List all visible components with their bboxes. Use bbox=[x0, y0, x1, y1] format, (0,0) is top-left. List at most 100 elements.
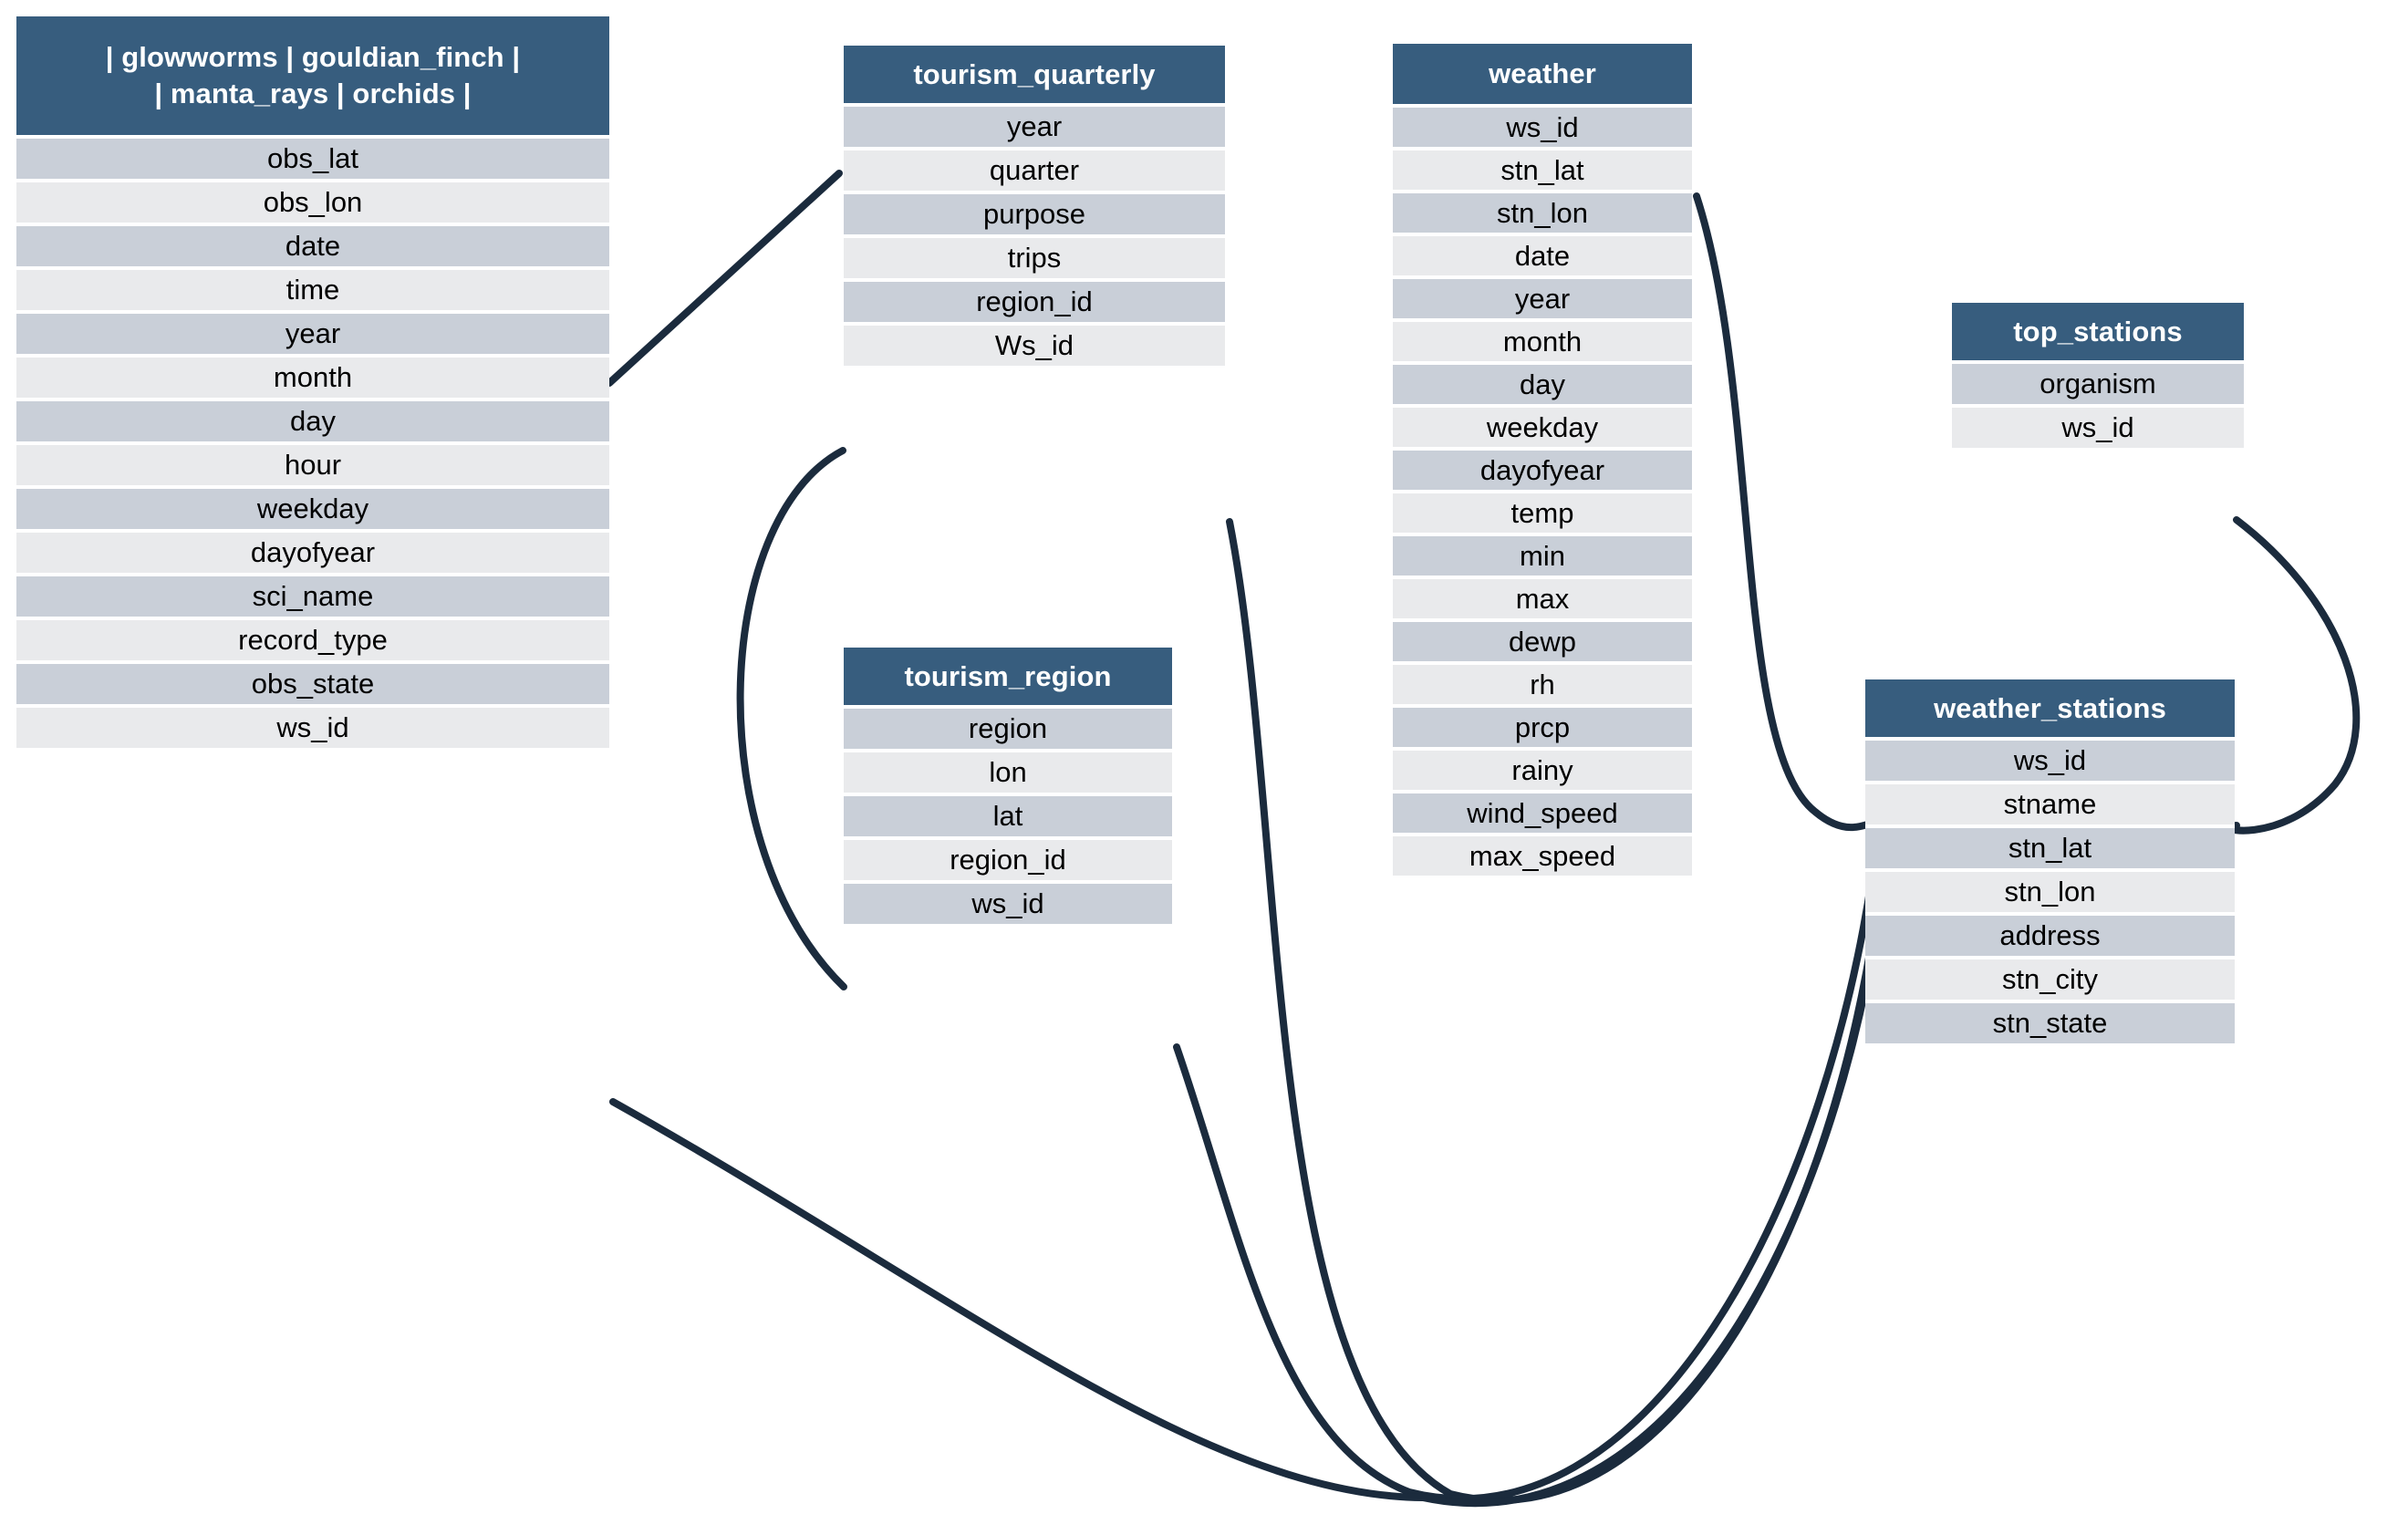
row-gap bbox=[16, 179, 609, 182]
field-purpose[interactable]: purpose bbox=[844, 194, 1225, 234]
field-region-id[interactable]: region_id bbox=[844, 282, 1225, 322]
field-max[interactable]: max bbox=[1393, 579, 1692, 618]
entity-tourism-quarterly[interactable]: tourism_quarterly year quarter purpose t… bbox=[844, 46, 1225, 366]
field-stn-lat[interactable]: stn_lat bbox=[1393, 150, 1692, 190]
field-stname[interactable]: stname bbox=[1865, 784, 2235, 824]
field-month[interactable]: month bbox=[1393, 322, 1692, 361]
field-hour[interactable]: hour bbox=[16, 445, 609, 485]
field-region[interactable]: region bbox=[844, 709, 1172, 749]
row-gap bbox=[844, 191, 1225, 194]
row-gap bbox=[844, 234, 1225, 238]
entity-tourism-quarterly-header: tourism_quarterly bbox=[844, 46, 1225, 103]
field-day[interactable]: day bbox=[1393, 365, 1692, 404]
field-dayofyear[interactable]: dayofyear bbox=[1393, 451, 1692, 490]
field-stn-lon[interactable]: stn_lon bbox=[1393, 193, 1692, 233]
field-stn-lon[interactable]: stn_lon bbox=[1865, 872, 2235, 912]
row-gap bbox=[844, 749, 1172, 752]
entity-tourism-region-title: tourism_region bbox=[904, 659, 1112, 692]
field-dewp[interactable]: dewp bbox=[1393, 622, 1692, 661]
field-obs-lat[interactable]: obs_lat bbox=[16, 139, 609, 179]
row-gap bbox=[844, 147, 1225, 150]
entity-tourism-region[interactable]: tourism_region region lon lat region_id … bbox=[844, 648, 1172, 924]
row-gap bbox=[16, 704, 609, 708]
row-gap bbox=[1393, 104, 1692, 108]
row-gap bbox=[1393, 147, 1692, 150]
field-ws-id[interactable]: Ws_id bbox=[844, 326, 1225, 366]
field-weekday[interactable]: weekday bbox=[16, 489, 609, 529]
field-year[interactable]: year bbox=[16, 314, 609, 354]
field-record-type[interactable]: record_type bbox=[16, 620, 609, 660]
field-sci-name[interactable]: sci_name bbox=[16, 576, 609, 617]
field-obs-state[interactable]: obs_state bbox=[16, 664, 609, 704]
row-gap bbox=[1865, 868, 2235, 872]
entity-observations-header-line-1: | glowworms | gouldian_finch | bbox=[105, 41, 521, 74]
field-prcp[interactable]: prcp bbox=[1393, 708, 1692, 747]
entity-weather-header: weather bbox=[1393, 44, 1692, 104]
row-gap bbox=[844, 705, 1172, 709]
field-stn-city[interactable]: stn_city bbox=[1865, 959, 2235, 1000]
entity-weather-stations-title: weather_stations bbox=[1934, 691, 2166, 724]
entity-observations-header: | glowworms | gouldian_finch | | manta_r… bbox=[16, 16, 609, 135]
edge-weather-wsid-to-weather-stations-wsid bbox=[1693, 192, 1884, 832]
entity-top-stations-title: top_stations bbox=[2013, 315, 2183, 347]
field-time[interactable]: time bbox=[16, 270, 609, 310]
entity-weather[interactable]: weather ws_id stn_lat stn_lon date year … bbox=[1393, 44, 1692, 876]
field-weekday[interactable]: weekday bbox=[1393, 408, 1692, 447]
field-stn-state[interactable]: stn_state bbox=[1865, 1003, 2235, 1043]
entity-weather-stations-header: weather_stations bbox=[1865, 679, 2235, 737]
field-rainy[interactable]: rainy bbox=[1393, 751, 1692, 790]
field-date[interactable]: date bbox=[1393, 236, 1692, 275]
field-ws-id[interactable]: ws_id bbox=[1393, 108, 1692, 147]
entity-top-stations[interactable]: top_stations organism ws_id bbox=[1952, 303, 2244, 448]
field-quarter[interactable]: quarter bbox=[844, 150, 1225, 191]
field-trips[interactable]: trips bbox=[844, 238, 1225, 278]
field-rh[interactable]: rh bbox=[1393, 665, 1692, 704]
field-ws-id[interactable]: ws_id bbox=[844, 884, 1172, 924]
row-gap bbox=[1865, 1000, 2235, 1003]
row-gap bbox=[1952, 360, 2244, 364]
row-gap bbox=[844, 278, 1225, 282]
field-obs-lon[interactable]: obs_lon bbox=[16, 182, 609, 223]
field-temp[interactable]: temp bbox=[1393, 493, 1692, 533]
field-year[interactable]: year bbox=[1393, 279, 1692, 318]
row-gap bbox=[1865, 956, 2235, 959]
row-gap bbox=[1393, 361, 1692, 365]
entity-observations[interactable]: | glowworms | gouldian_finch | | manta_r… bbox=[16, 16, 609, 748]
row-gap bbox=[16, 398, 609, 401]
field-ws-id[interactable]: ws_id bbox=[16, 708, 609, 748]
field-address[interactable]: address bbox=[1865, 916, 2235, 956]
row-gap bbox=[16, 529, 609, 533]
field-lat[interactable]: lat bbox=[844, 796, 1172, 836]
field-ws-id[interactable]: ws_id bbox=[1865, 741, 2235, 781]
row-gap bbox=[1393, 233, 1692, 236]
row-gap bbox=[1865, 781, 2235, 784]
row-gap bbox=[1952, 404, 2244, 408]
entity-tourism-quarterly-title: tourism_quarterly bbox=[913, 57, 1156, 90]
field-lon[interactable]: lon bbox=[844, 752, 1172, 793]
field-day[interactable]: day bbox=[16, 401, 609, 441]
row-gap bbox=[1393, 190, 1692, 193]
field-organism[interactable]: organism bbox=[1952, 364, 2244, 404]
field-ws-id[interactable]: ws_id bbox=[1952, 408, 2244, 448]
field-wind-speed[interactable]: wind_speed bbox=[1393, 793, 1692, 833]
field-region-id[interactable]: region_id bbox=[844, 840, 1172, 880]
entity-weather-stations[interactable]: weather_stations ws_id stname stn_lat st… bbox=[1865, 679, 2235, 1043]
row-gap bbox=[16, 135, 609, 139]
field-month[interactable]: month bbox=[16, 358, 609, 398]
row-gap bbox=[1393, 318, 1692, 322]
field-max-speed[interactable]: max_speed bbox=[1393, 836, 1692, 876]
field-dayofyear[interactable]: dayofyear bbox=[16, 533, 609, 573]
field-date[interactable]: date bbox=[16, 226, 609, 266]
row-gap bbox=[1393, 275, 1692, 279]
row-gap bbox=[16, 310, 609, 314]
row-gap bbox=[1393, 490, 1692, 493]
row-gap bbox=[16, 573, 609, 576]
row-gap bbox=[844, 793, 1172, 796]
field-year[interactable]: year bbox=[844, 107, 1225, 147]
row-gap bbox=[1865, 824, 2235, 828]
row-gap bbox=[16, 266, 609, 270]
field-stn-lat[interactable]: stn_lat bbox=[1865, 828, 2235, 868]
field-min[interactable]: min bbox=[1393, 536, 1692, 576]
row-gap bbox=[16, 441, 609, 445]
